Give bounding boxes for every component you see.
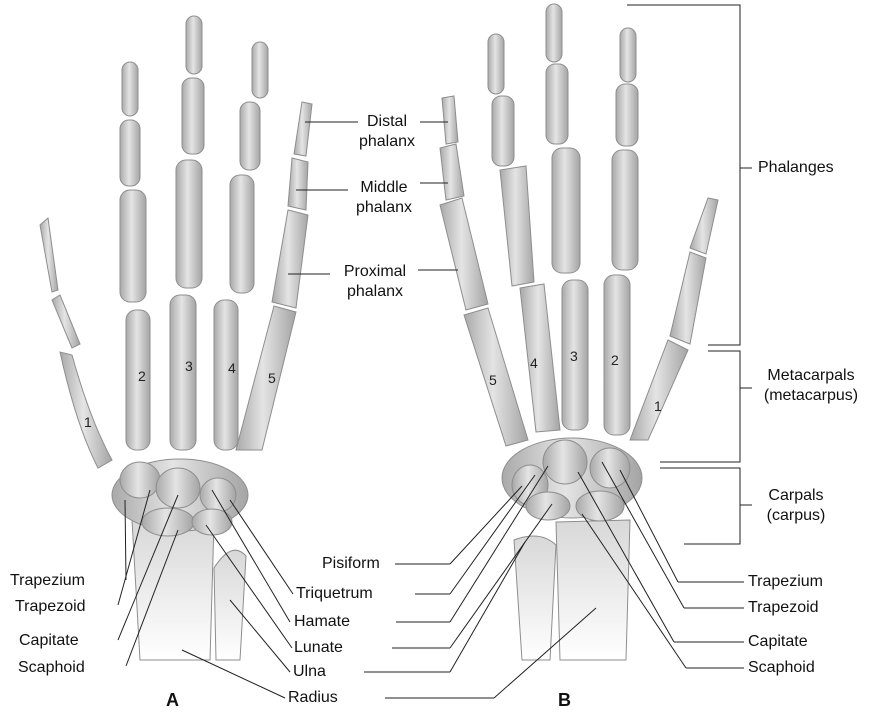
hand-a-digit-2: 2 (138, 368, 146, 384)
label-distal-phalanx: Distal phalanx (358, 113, 416, 150)
label-b-scaphoid: Scaphoid (748, 659, 815, 676)
hand-b-digit-3: 3 (570, 348, 578, 364)
panel-label-b: B (558, 690, 571, 710)
label-metacarpals: Metacarpals (metacarpus) (763, 367, 859, 404)
label-hamate: Hamate (294, 613, 351, 630)
panel-label-a: A (166, 690, 179, 710)
hand-b-digit-2: 2 (611, 352, 619, 368)
label-b-trapezoid: Trapezoid (748, 599, 819, 616)
label-a-capitate: Capitate (19, 632, 79, 649)
label-phalanges: Phalanges (758, 159, 834, 176)
label-triquetrum: Triquetrum (296, 585, 373, 602)
label-carpals: Carpals (carpus) (766, 487, 826, 524)
hand-a-digit-4: 4 (228, 360, 236, 376)
hand-b-ulna (513, 535, 557, 661)
hand-a-radius (131, 519, 215, 661)
leader-lines (117, 4, 752, 699)
label-a-trapezoid: Trapezoid (15, 598, 86, 615)
hand-b-radius (555, 519, 631, 661)
label-lunate: Lunate (294, 639, 343, 656)
hand-a-ulna (213, 549, 247, 661)
hand-a-bones (39, 15, 313, 661)
hand-a-digit-1: 1 (84, 414, 92, 430)
hand-b-digit-4: 4 (530, 355, 538, 371)
label-a-trapezium: Trapezium (10, 572, 85, 589)
hand-a-digit-3: 3 (185, 358, 193, 374)
hand-b-digit-5: 5 (489, 372, 497, 388)
label-b-capitate: Capitate (748, 633, 808, 650)
hand-b-digit-1: 1 (654, 398, 662, 414)
hand-b-bones (439, 3, 719, 661)
label-b-trapezium: Trapezium (748, 573, 823, 590)
label-middle-phalanx: Middle phalanx (355, 179, 413, 216)
label-ulna: Ulna (293, 663, 326, 680)
hand-a-digit-5: 5 (268, 370, 276, 386)
label-a-scaphoid: Scaphoid (18, 659, 85, 676)
label-pisiform: Pisiform (322, 555, 380, 572)
label-proximal-phalanx: Proximal phalanx (343, 263, 407, 300)
label-radius: Radius (288, 689, 338, 706)
